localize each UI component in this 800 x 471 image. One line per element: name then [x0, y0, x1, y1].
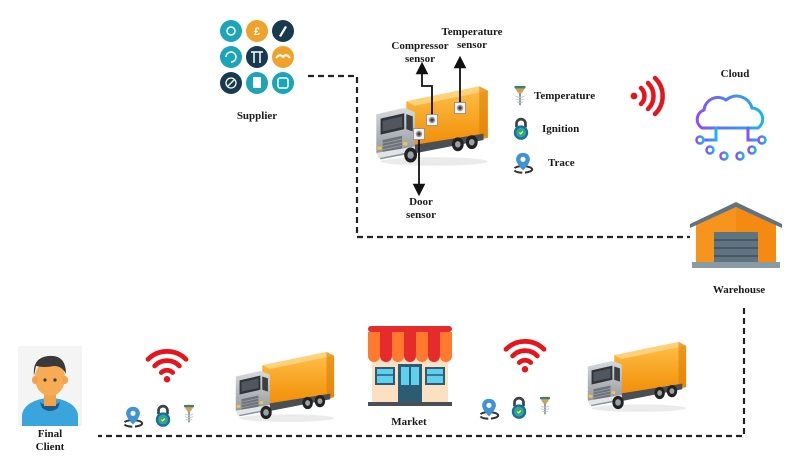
- connector-warehouse-to-client: [98, 308, 746, 438]
- legend-item-temperature: Temperature: [512, 84, 595, 108]
- market-label: Market: [391, 416, 427, 428]
- location-pin-icon: [122, 406, 144, 428]
- compressor-sensor-arrow: [415, 61, 433, 118]
- market-store-icon: [368, 326, 452, 406]
- padlock-icon: [510, 396, 528, 420]
- legend-item-ignition: Ignition: [512, 112, 595, 146]
- cloud-computing-icon: [695, 94, 767, 161]
- temperature-sensor-label: Temperature sensor: [441, 26, 503, 51]
- status-icons-left: [122, 404, 196, 428]
- client-avatar-icon: [18, 346, 82, 426]
- legend-item-trace: Trace: [512, 146, 595, 180]
- cloud-label: Cloud: [720, 68, 750, 80]
- final-client-label: Final Client: [35, 428, 65, 453]
- padlock-icon: [154, 404, 172, 428]
- location-pin-icon: [512, 152, 534, 174]
- supplier-icon-6: [272, 46, 294, 68]
- wifi-icon-right: [502, 336, 548, 374]
- supplier-icon-8: [246, 72, 268, 94]
- door-sensor-label: Door sensor: [406, 196, 436, 221]
- padlock-icon: [512, 117, 530, 141]
- door-sensor-box: [413, 128, 425, 140]
- delivery-truck-left: [235, 351, 335, 423]
- supplier-icon-3: [272, 20, 294, 42]
- compressor-sensor-label: Compressor sensor: [391, 40, 449, 65]
- svg-text:£: £: [254, 26, 260, 38]
- supplier-icon-9: [272, 72, 294, 94]
- supplier-icon-5: [246, 46, 268, 68]
- wireless-signal-icon: [630, 75, 665, 117]
- supplier-node: £ Supplier: [218, 18, 296, 123]
- temperature-probe-icon: [183, 404, 195, 424]
- supplier-icon-7: [220, 72, 242, 94]
- warehouse-icon: [690, 202, 782, 268]
- connector-supplier-to-warehouse: [308, 74, 690, 239]
- compressor-sensor-box: [426, 114, 438, 126]
- supplier-label: Supplier: [236, 110, 278, 122]
- delivery-truck-right: [587, 341, 687, 413]
- supplier-icon-1: [220, 20, 242, 42]
- sensor-legend: Temperature Ignition Trace: [512, 84, 595, 180]
- supplier-icon-4: [220, 46, 242, 68]
- temperature-probe-icon: [513, 85, 527, 106]
- supplier-icon-grid: £: [220, 20, 294, 94]
- warehouse-label: Warehouse: [712, 284, 766, 296]
- temperature-probe-icon: [539, 396, 551, 416]
- wifi-icon-left: [144, 346, 190, 384]
- location-pin-icon: [478, 398, 500, 420]
- temperature-sensor-box: [454, 102, 466, 114]
- status-icons-right: [478, 396, 552, 420]
- supplier-icon-2: £: [246, 20, 268, 42]
